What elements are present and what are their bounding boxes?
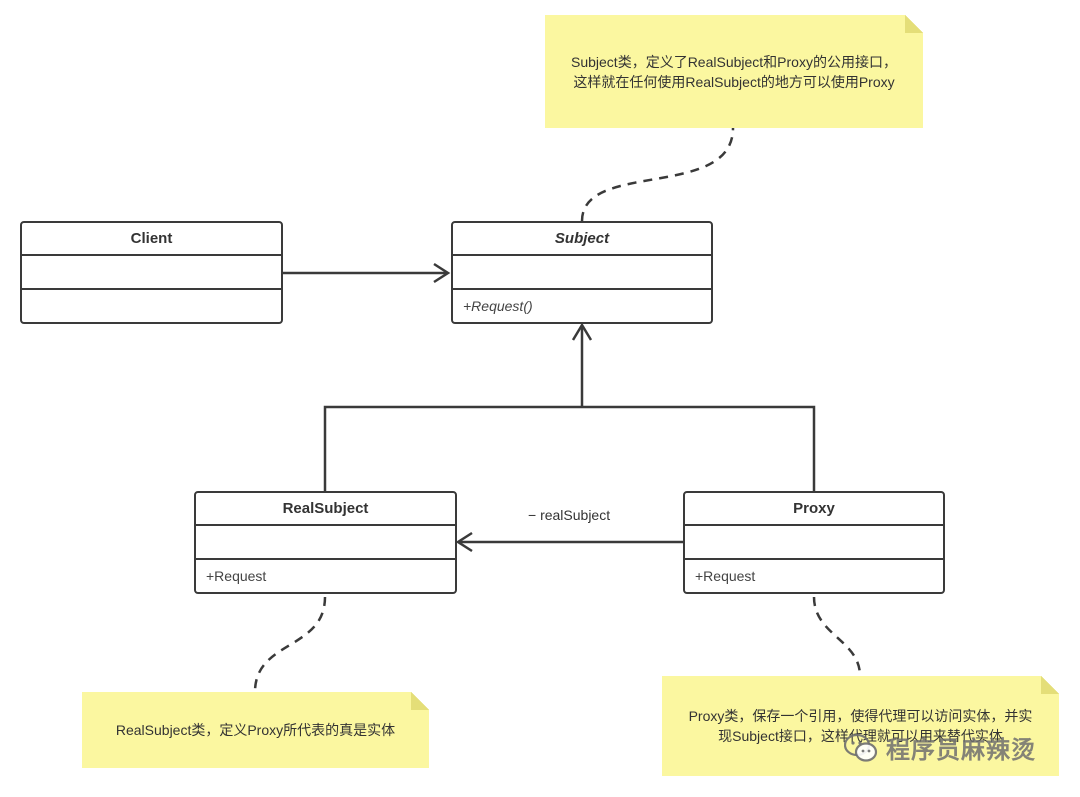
class-realsubject-name: RealSubject [196,493,455,526]
class-realsubject[interactable]: RealSubject +Request [194,491,457,594]
subject-note-anchor [580,127,735,222]
inheritance-branch [323,405,816,491]
note-subject-line1: Subject类，定义了RealSubject和Proxy的公用接口， [571,53,897,70]
class-subject-operation: +Request() [463,298,533,314]
note-subject-text: Subject类，定义了RealSubject和Proxy的公用接口， 这样就在… [571,52,897,92]
class-proxy-name: Proxy [685,493,943,526]
class-subject-name: Subject [453,223,711,256]
class-realsubject-operation: +Request [206,568,267,584]
wechat-icon [844,733,878,762]
note-realsubject-text: RealSubject类，定义Proxy所代表的真是实体 [115,722,396,738]
note-subject-line2: 这样就在任何使用RealSubject的地方可以使用Proxy [573,73,895,90]
class-proxy[interactable]: Proxy +Request [683,491,945,594]
class-proxy-attributes [685,526,943,560]
class-client[interactable]: Client [20,221,283,324]
class-client-operations [22,290,281,322]
note-fold-icon [905,15,923,33]
watermark: 程序员麻辣烫 [844,730,1036,765]
note-fold-icon [1041,676,1059,694]
note-fold-icon [411,692,429,710]
note-proxy-line1: Proxy类，保存一个引用，使得代理可以访问实体，并实 [688,708,1033,724]
proxy-note-anchor [812,596,862,677]
note-realsubject[interactable]: RealSubject类，定义Proxy所代表的真是实体 [82,692,429,768]
class-client-attributes [22,256,281,290]
class-subject[interactable]: Subject +Request() [451,221,713,324]
association-label: − realSubject [528,507,611,523]
class-proxy-operation: +Request [695,568,756,584]
watermark-text: 程序员麻辣烫 [886,737,1036,764]
class-subject-attributes [453,256,711,290]
note-subject[interactable]: Subject类，定义了RealSubject和Proxy的公用接口， 这样就在… [545,15,923,128]
client-subject-arrowhead [433,262,451,284]
proxy-realsubject-arrowhead [455,531,473,553]
class-realsubject-attributes [196,526,455,560]
realsubject-note-anchor [253,596,327,693]
inheritance-arrowhead [571,322,593,341]
class-client-name: Client [22,223,281,256]
